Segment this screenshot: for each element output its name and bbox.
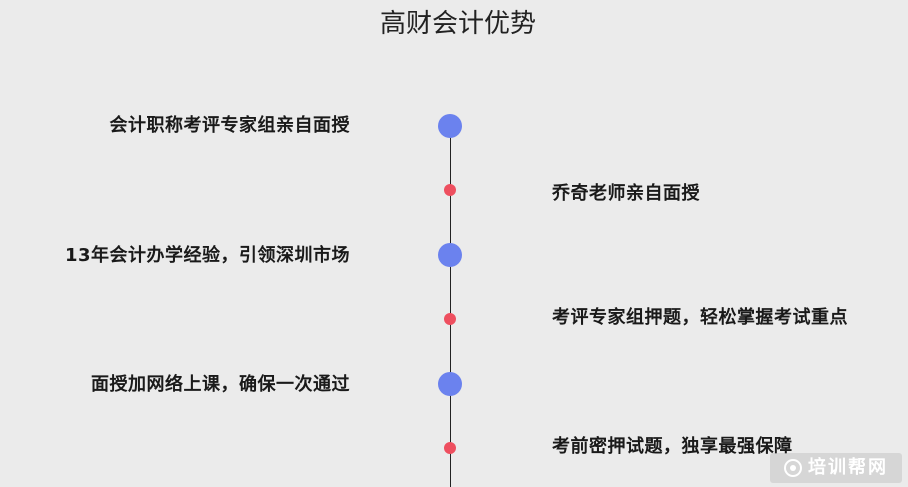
timeline-dot-3	[438, 243, 462, 267]
page-title: 高财会计优势	[379, 9, 536, 39]
advantage-item-1: 会计职称考评专家组亲自面授	[109, 115, 350, 136]
advantage-item-4: 考评专家组押题，轻松掌握考试重点	[552, 307, 848, 328]
timeline-dot-4	[444, 313, 456, 325]
advantage-item-5: 面授加网络上课，确保一次通过	[91, 374, 350, 395]
timeline-dot-5	[438, 372, 462, 396]
timeline-dot-2	[444, 184, 456, 196]
timeline-dot-6	[444, 442, 456, 454]
watermark-logo-icon	[784, 459, 802, 477]
watermark-text: 培训帮网	[808, 457, 888, 478]
timeline-dot-1	[438, 114, 462, 138]
advantage-item-2: 乔奇老师亲自面授	[552, 183, 700, 204]
advantage-item-6: 考前密押试题，独享最强保障	[552, 436, 793, 457]
advantage-item-3: 13年会计办学经验，引领深圳市场	[64, 245, 350, 266]
timeline-line	[450, 127, 451, 487]
watermark: 培训帮网	[770, 453, 902, 483]
